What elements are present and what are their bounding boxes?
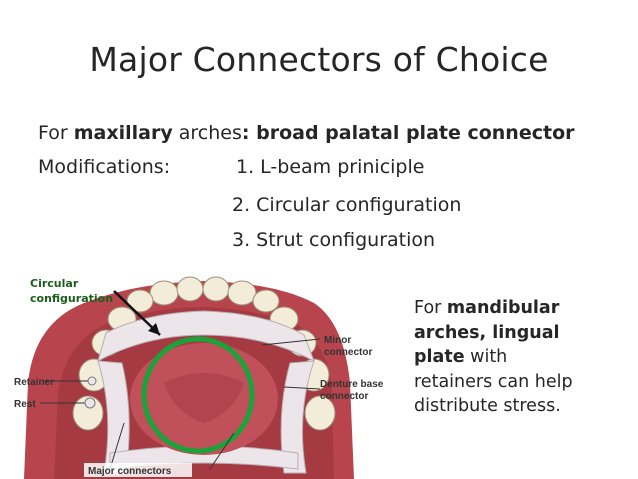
maxillary-bold: maxillary: [73, 122, 173, 144]
callout-line-1: Circular: [30, 277, 79, 290]
maxillary-prefix: For: [38, 122, 74, 144]
label-rest: Rest: [14, 399, 36, 410]
leader-lines: [40, 338, 321, 470]
side-bold-plate: plate: [414, 347, 465, 367]
label-minor-2: connector: [324, 347, 372, 358]
slide-title: Major Connectors of Choice: [89, 40, 549, 79]
highlight-circle: [141, 336, 255, 454]
maxillary-connector-bold: : broad palatal plate connector: [241, 122, 575, 144]
rest-marker: [84, 397, 96, 409]
side-line-retainers: retainers can help: [414, 371, 573, 392]
dental-arch-figure: Minor connector Retainer Rest Denture ba…: [14, 276, 384, 479]
side-line-stress: distribute stress.: [414, 396, 561, 416]
modification-item-3: 3. Strut configuration: [232, 229, 436, 251]
callout-line-2: configuration: [30, 292, 114, 305]
mandibular-note: For mandibular arches, lingual plate wit…: [414, 296, 624, 419]
side-bold-arches: arches, lingual: [414, 322, 560, 343]
label-major-connectors: Major connectors: [88, 466, 172, 477]
modification-item-1: 1. L-beam priniciple: [236, 156, 425, 178]
framework-right-strap: [280, 360, 315, 474]
label-retainer: Retainer: [14, 377, 54, 388]
modifications-label: Modifications:: [38, 156, 171, 178]
side-prefix: For: [414, 298, 447, 318]
retainer-marker: [87, 376, 97, 386]
side-with: with: [464, 347, 508, 367]
side-bold-mandibular: mandibular: [446, 298, 560, 318]
maxillary-line: For maxillary arches: broad palatal plat…: [38, 122, 575, 144]
maxillary-mid: arches: [172, 122, 242, 144]
modification-item-2: 2. Circular configuration: [232, 194, 462, 216]
major-label-bg: [84, 463, 192, 477]
label-denture-2: connector: [320, 391, 368, 402]
callout-arrow-head: [148, 323, 160, 335]
circular-configuration-callout: Circular configuration: [30, 276, 113, 306]
palate-shadow: [164, 373, 244, 423]
label-minor-1: Minor: [324, 335, 351, 346]
label-denture-1: Denture base: [320, 379, 384, 390]
